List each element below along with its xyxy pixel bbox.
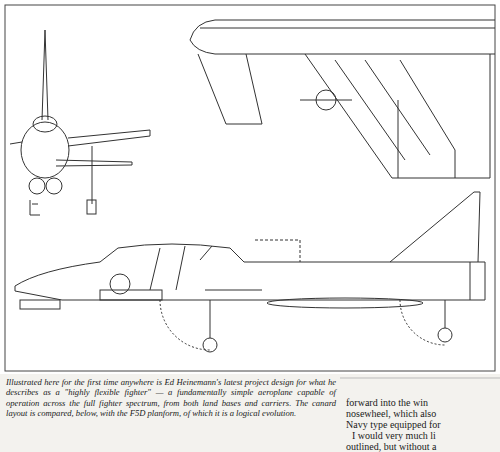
column-text: outlined, but without a [346,441,437,452]
front-view [10,30,150,215]
column-rule [340,378,500,379]
side-view [15,192,485,352]
plan-view [190,20,495,178]
column-text: Navy type equipped for [346,419,441,430]
figure-ground [0,0,500,374]
figure-caption: Illustrated here for the first time anyw… [6,377,336,419]
column-text: forward into the win [346,397,428,408]
column-text: I would very much li [352,430,436,441]
figure-frame [5,5,495,371]
column-text: nosewheel, which also [346,408,436,419]
